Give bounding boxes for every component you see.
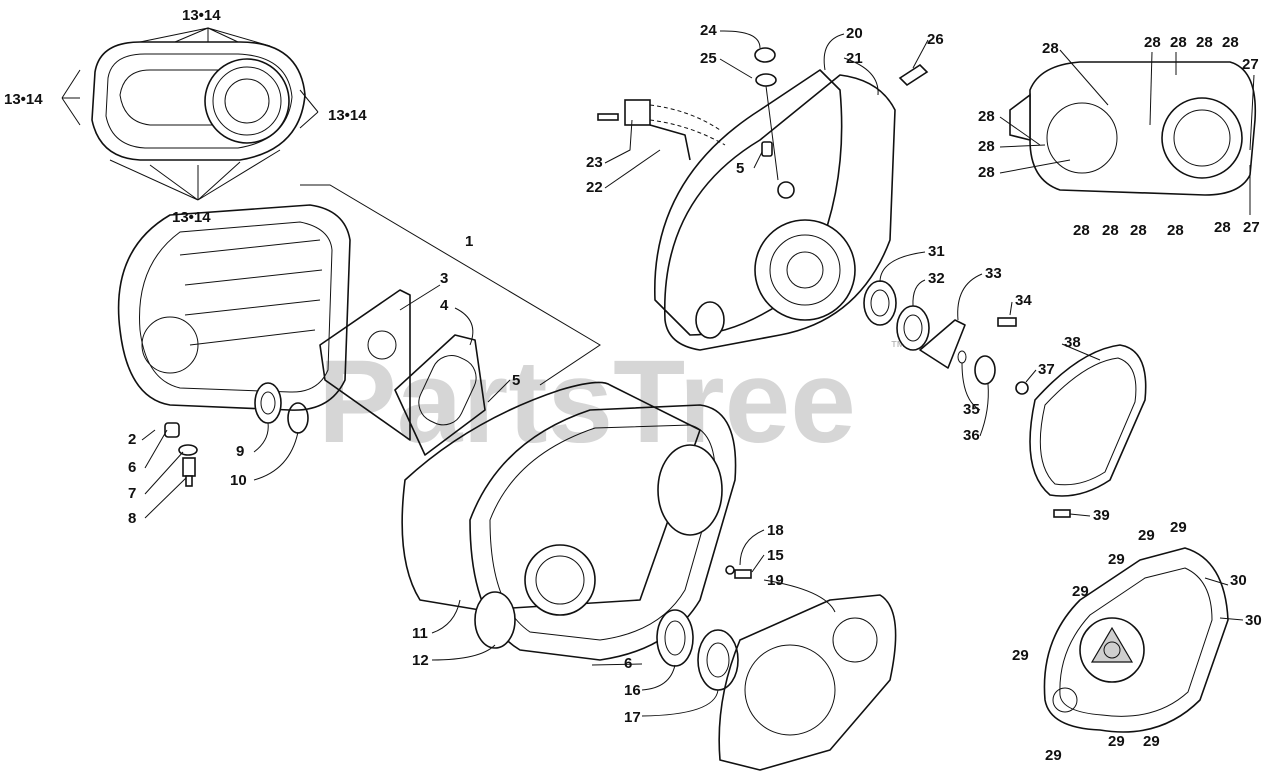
callout-28: 28 bbox=[978, 138, 995, 155]
callout-30: 30 bbox=[1230, 572, 1247, 589]
callout-29: 29 bbox=[1108, 551, 1125, 568]
callout-21: 21 bbox=[846, 50, 863, 67]
callout-15: 15 bbox=[767, 547, 784, 564]
callout-29: 29 bbox=[1108, 733, 1125, 750]
callout-19: 19 bbox=[767, 572, 784, 589]
callout-labels: 1 2 3 4 5 5 6 6 7 8 9 10 11 12 13•14 13•… bbox=[4, 7, 1262, 764]
callout-24: 24 bbox=[700, 22, 717, 39]
plug-24[interactable] bbox=[754, 47, 776, 63]
callout-35: 35 bbox=[963, 401, 980, 418]
gasket-19[interactable] bbox=[718, 594, 897, 771]
callout-29: 29 bbox=[1138, 527, 1155, 544]
callout-28: 28 bbox=[978, 164, 995, 181]
sensor-bracket-22-23[interactable] bbox=[597, 99, 726, 161]
callout-31: 31 bbox=[928, 243, 945, 260]
callout-2: 2 bbox=[128, 431, 136, 448]
callout-25: 25 bbox=[700, 50, 717, 67]
callout-28: 28 bbox=[1167, 222, 1184, 239]
callout-29: 29 bbox=[1170, 519, 1187, 536]
callout-28: 28 bbox=[1170, 34, 1187, 51]
watermark-text: PartsTree bbox=[318, 336, 856, 468]
transmission-case-12[interactable] bbox=[469, 404, 737, 661]
callout-28: 28 bbox=[1144, 34, 1161, 51]
screws-15-18[interactable] bbox=[725, 565, 752, 579]
callout-9: 9 bbox=[236, 443, 244, 460]
seal-32[interactable] bbox=[896, 305, 930, 351]
bearing-9[interactable] bbox=[254, 382, 282, 424]
callout-13-14: 13•14 bbox=[4, 91, 43, 108]
callout-27: 27 bbox=[1243, 219, 1260, 236]
callout-5: 5 bbox=[736, 160, 744, 177]
callout-6: 6 bbox=[128, 459, 136, 476]
callout-28: 28 bbox=[1102, 222, 1119, 239]
dowel-5-upper[interactable] bbox=[761, 141, 773, 157]
callout-22: 22 bbox=[586, 179, 603, 196]
callout-20: 20 bbox=[846, 25, 863, 42]
callout-26: 26 bbox=[927, 31, 944, 48]
callout-28: 28 bbox=[1130, 222, 1147, 239]
callout-17: 17 bbox=[624, 709, 641, 726]
callout-12: 12 bbox=[412, 652, 429, 669]
callout-27: 27 bbox=[1242, 56, 1259, 73]
callout-28: 28 bbox=[978, 108, 995, 125]
case-assembly-27-28[interactable] bbox=[1009, 61, 1257, 196]
callout-10: 10 bbox=[230, 472, 247, 489]
callout-34: 34 bbox=[1015, 292, 1032, 309]
callout-28: 28 bbox=[1073, 222, 1090, 239]
side-cover-38[interactable] bbox=[1029, 344, 1147, 497]
plate-33[interactable] bbox=[919, 319, 966, 369]
callout-29: 29 bbox=[1012, 647, 1029, 664]
callout-13-14: 13•14 bbox=[172, 209, 211, 226]
callout-23: 23 bbox=[586, 154, 603, 171]
callout-11: 11 bbox=[412, 625, 428, 642]
bolt-34[interactable] bbox=[997, 317, 1017, 327]
washer-25[interactable] bbox=[755, 73, 777, 87]
callout-36: 36 bbox=[963, 427, 980, 444]
plate-3[interactable] bbox=[319, 289, 411, 441]
bracket-leader-1 bbox=[300, 184, 601, 386]
callout-1: 1 bbox=[465, 233, 473, 250]
callout-13-14: 13•14 bbox=[182, 7, 221, 24]
inner-clutch-cover[interactable] bbox=[117, 204, 351, 411]
callout-33: 33 bbox=[985, 265, 1002, 282]
callout-5: 5 bbox=[512, 372, 520, 389]
callout-7: 7 bbox=[128, 485, 136, 502]
callout-29: 29 bbox=[1072, 583, 1089, 600]
cap-37[interactable] bbox=[1015, 381, 1029, 395]
callout-4: 4 bbox=[440, 297, 449, 314]
callout-32: 32 bbox=[928, 270, 945, 287]
cover-screw-leaders bbox=[61, 27, 319, 201]
callout-3: 3 bbox=[440, 270, 448, 287]
callout-28: 28 bbox=[1196, 34, 1213, 51]
callout-28: 28 bbox=[1042, 40, 1059, 57]
cover-plate-29-30[interactable] bbox=[1043, 547, 1229, 733]
label-26[interactable] bbox=[898, 63, 929, 87]
callout-39: 39 bbox=[1093, 507, 1110, 524]
washer-35[interactable] bbox=[957, 350, 967, 364]
callout-29: 29 bbox=[1045, 747, 1062, 764]
outer-clutch-cover[interactable] bbox=[91, 41, 306, 161]
seal-16[interactable] bbox=[656, 609, 694, 667]
callout-30: 30 bbox=[1245, 612, 1262, 629]
gasket-20[interactable] bbox=[654, 69, 843, 336]
callout-8: 8 bbox=[128, 510, 136, 527]
gasket-11[interactable] bbox=[401, 381, 701, 611]
cover-4[interactable] bbox=[394, 334, 486, 456]
engine-case-21[interactable] bbox=[663, 74, 896, 351]
callout-6: 6 bbox=[624, 655, 632, 672]
leader-lines bbox=[141, 30, 1255, 717]
callout-16: 16 bbox=[624, 682, 641, 699]
callout-29: 29 bbox=[1143, 733, 1160, 750]
callout-28: 28 bbox=[1214, 219, 1231, 236]
screw-39[interactable] bbox=[1053, 509, 1071, 518]
callout-37: 37 bbox=[1038, 361, 1055, 378]
callout-13-14: 13•14 bbox=[328, 107, 367, 124]
circlip-10[interactable] bbox=[287, 402, 309, 434]
callout-28: 28 bbox=[1222, 34, 1239, 51]
callout-18: 18 bbox=[767, 522, 784, 539]
small-parts-left[interactable] bbox=[164, 422, 198, 487]
spacer-36[interactable] bbox=[974, 355, 996, 385]
bearing-31[interactable] bbox=[863, 280, 897, 326]
